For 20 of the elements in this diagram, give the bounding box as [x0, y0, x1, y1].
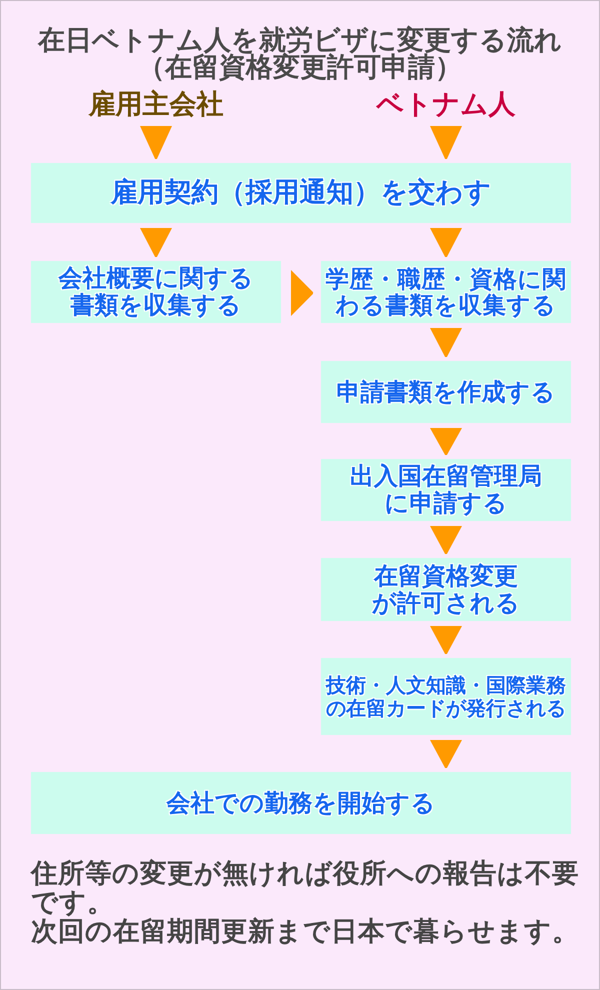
- process-box: [31, 261, 281, 323]
- step-text: 学歴・職歴・資格に関わる書類を収集する: [324, 266, 568, 318]
- actor-heading: 雇用主会社: [88, 89, 224, 121]
- process-box: [31, 772, 571, 834]
- note-text: 次回の在留期間更新まで日本で暮らせます。: [31, 917, 579, 946]
- step-text: 申請書類を作成する: [336, 378, 556, 406]
- step-text: 出入国在留管理局に申請する: [349, 463, 543, 517]
- step-text: 会社概要に関する書類を収集する: [57, 265, 254, 319]
- note-text: 住所等の変更が無ければ役所への報告は不要です。: [31, 859, 579, 917]
- actor-heading: ベトナム人: [376, 89, 516, 121]
- process-box: [321, 558, 571, 621]
- step-text: 技術・人文知識・国際業務の在留カードが発行される: [324, 674, 567, 719]
- diagram-title: 在日ベトナム人を就労ビザに変更する流れ（在留資格変更許可申請）: [36, 27, 563, 81]
- process-box: [321, 361, 571, 423]
- process-box: [31, 163, 571, 223]
- process-box: [321, 459, 571, 521]
- step-text: 雇用契約（採用通知）を交わす: [110, 178, 492, 208]
- step-text: 会社での勤務を開始する: [166, 790, 436, 816]
- step-text: 在留資格変更が許可される: [371, 562, 521, 616]
- process-box: [321, 658, 571, 735]
